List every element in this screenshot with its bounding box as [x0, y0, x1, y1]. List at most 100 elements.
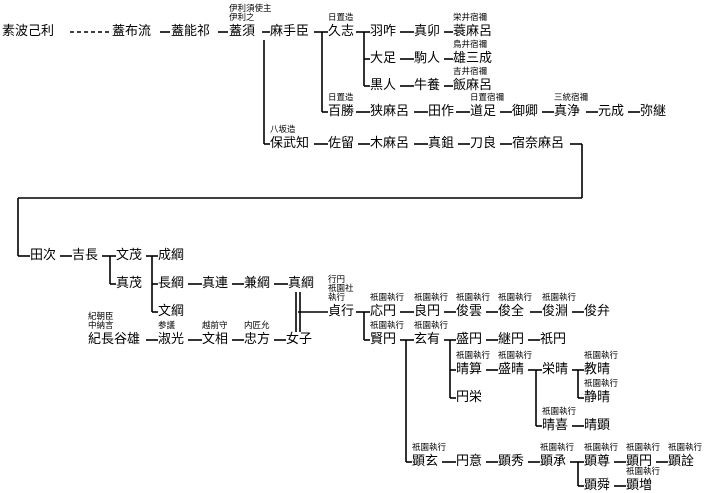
person-oen: 応円	[370, 304, 397, 319]
person-title-jousei: 祇園執行	[584, 379, 619, 389]
person-shinren: 真連	[202, 276, 229, 291]
person-jousei: 静晴	[584, 390, 611, 405]
person-kensen: 顕詮	[668, 454, 695, 469]
person-ushikai: 牛養	[414, 78, 441, 93]
person-hatsu: 羽咋	[370, 24, 397, 39]
person-seiki: 晴喜	[542, 418, 569, 433]
person-maboshi: 真卯	[414, 24, 441, 39]
person-title-kushi: 日置造	[328, 13, 354, 23]
person-title-kensen: 祇園執行	[668, 443, 703, 453]
person-shinmo: 真茂	[116, 276, 143, 291]
person-kinaga: 紀長谷雄	[88, 332, 141, 347]
person-shunzen: 俊全	[498, 304, 525, 319]
person-kensho: 顕承	[540, 454, 567, 469]
person-title-majo: 三統宿禰	[554, 93, 589, 103]
person-matomi: 麻手臣	[270, 24, 310, 39]
person-kenzo: 顕増	[626, 478, 653, 493]
person-omi: 雄三成	[453, 51, 493, 66]
person-kasu: 蓋須	[229, 24, 256, 39]
person-title-iimaro: 吉井宿禰	[453, 67, 488, 77]
person-kurohito: 黒人	[370, 78, 397, 93]
person-chuho: 忠方	[244, 332, 271, 347]
person-kafuru: 蓋布流	[112, 24, 152, 39]
person-title-seiki: 祇園執行	[542, 407, 577, 417]
person-keien: 継円	[498, 332, 525, 347]
person-ryoen: 良円	[414, 304, 441, 319]
person-taji: 田次	[30, 248, 57, 263]
person-sobakori: 素波己利	[2, 24, 55, 39]
person-title-seisei: 祇園執行	[498, 351, 533, 361]
person-title-kenzo: 祇園執行	[626, 467, 661, 477]
person-onnako: 女子	[286, 332, 313, 347]
person-title-kenson: 祇園執行	[584, 443, 619, 453]
person-eisei: 栄晴	[542, 362, 569, 377]
person-shukuko: 淑光	[158, 332, 185, 347]
person-sukunamaro: 宿奈麻呂	[512, 136, 565, 151]
person-title-kengen: 祇園執行	[412, 443, 447, 453]
person-title-michitari: 日置宿禰	[470, 93, 505, 103]
person-kenshu: 顕秀	[498, 454, 525, 469]
person-hobuchi: 保武知	[270, 136, 310, 151]
person-title-shunzen: 祇園執行	[498, 293, 533, 303]
person-title-chuho: 内匠允	[244, 321, 270, 331]
person-shunben: 俊弁	[584, 304, 611, 319]
person-mikyo: 御卿	[512, 104, 539, 119]
person-kimaro: 木麻呂	[370, 136, 410, 151]
person-tora: 刀良	[470, 136, 497, 151]
person-kenen: 賢円	[370, 332, 397, 347]
person-title-momokatsu: 日置造	[328, 93, 354, 103]
person-tatsukuri: 田作	[428, 104, 455, 119]
person-komahito: 駒人	[414, 51, 441, 66]
person-seiken: 晴顕	[584, 418, 611, 433]
person-title-shunun: 祇園執行	[456, 293, 491, 303]
person-title-kinaga: 紀朝臣 中納言	[88, 312, 114, 331]
person-bunmo: 文茂	[116, 248, 143, 263]
person-kamaro: 狭麻呂	[370, 104, 410, 119]
person-seisei: 盛晴	[498, 362, 525, 377]
person-seisan: 晴算	[456, 362, 483, 377]
person-title-kenen2: 祇園執行	[626, 443, 661, 453]
person-miyaki: 弥継	[640, 104, 667, 119]
person-kengen: 顕玄	[412, 454, 439, 469]
person-bunko: 文綱	[158, 304, 185, 319]
person-title-kafumaro: 栄井宿禰	[453, 13, 488, 23]
person-yoshinaga: 吉長	[72, 248, 99, 263]
person-shunen: 俊淵	[542, 304, 569, 319]
person-title-hobuchi: 八坂造	[270, 125, 296, 135]
person-momokatsu: 百勝	[328, 104, 355, 119]
person-genyu: 玄有	[414, 332, 441, 347]
person-makuwa: 真鉏	[428, 136, 455, 151]
person-seiko: 成綱	[158, 248, 185, 263]
person-saru: 佐留	[328, 136, 355, 151]
person-title-genyu: 祇園執行	[414, 321, 449, 331]
person-title-shukuko: 参議	[158, 321, 176, 331]
person-kenshun: 顕舜	[584, 478, 611, 493]
person-eni: 円意	[456, 454, 483, 469]
person-shinko: 真綱	[288, 276, 315, 291]
person-bunso: 文相	[202, 332, 229, 347]
person-title-kenen: 祇園執行	[370, 321, 405, 331]
person-kyosei: 教晴	[584, 362, 611, 377]
person-kanoki: 蓋能祁	[171, 24, 211, 39]
person-chokou: 長綱	[158, 276, 185, 291]
person-title-omi: 鳥井宿禰	[453, 40, 488, 50]
person-seien: 盛円	[456, 332, 483, 347]
person-title-bunso: 越前守	[202, 321, 228, 331]
person-title-kensho: 祇園執行	[540, 443, 575, 453]
person-sadayuki: 貞行	[328, 304, 355, 319]
person-kenen2: 顕円	[626, 454, 653, 469]
person-shunun: 俊雲	[456, 304, 483, 319]
person-title-kasu: 伊利須使主 伊利之	[229, 4, 272, 23]
person-kenko: 兼綱	[244, 276, 271, 291]
person-kenson: 顕尊	[584, 454, 611, 469]
person-kushi: 久志	[328, 24, 355, 39]
person-kafumaro: 蓑麻呂	[453, 24, 493, 39]
person-title-shunen: 祇園執行	[542, 293, 577, 303]
person-title-seisan: 祇園執行	[456, 351, 491, 361]
person-title-sadayuki: 行円 祇園社 執行	[328, 275, 354, 303]
person-title-ryoen: 祇園執行	[414, 293, 449, 303]
person-michitari: 道足	[470, 104, 497, 119]
person-gion: 祇円	[540, 332, 567, 347]
person-enei: 円栄	[456, 390, 483, 405]
